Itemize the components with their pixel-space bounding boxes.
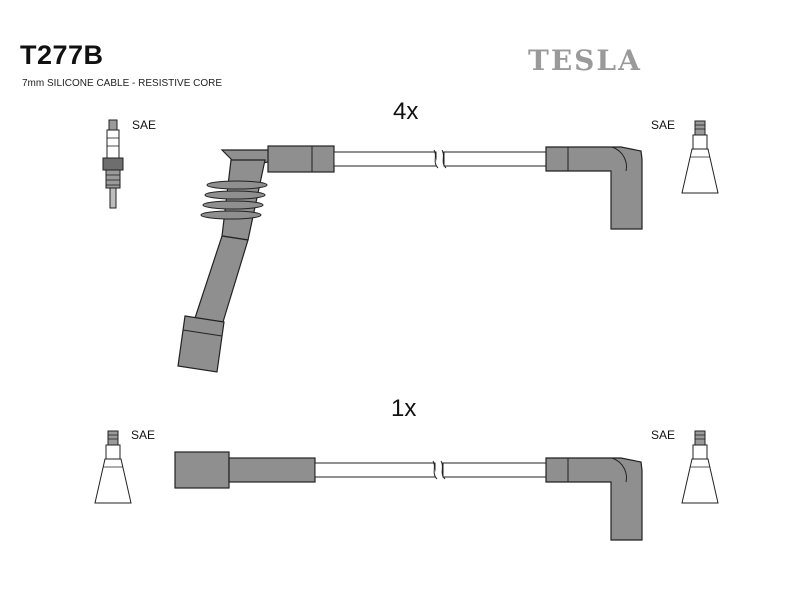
- terminal-cap-icon: [94, 430, 132, 504]
- terminal-label: SAE: [651, 118, 676, 132]
- cable-top: [267, 145, 643, 230]
- spark-plug-boot: [177, 149, 279, 373]
- brand-logo: TESLA: [528, 44, 642, 77]
- quantity-bottom: 1x: [391, 395, 417, 422]
- cable-bottom: [174, 451, 643, 541]
- terminal-label: SAE: [132, 118, 157, 132]
- terminal-cap-icon: [681, 120, 719, 194]
- cable-description: 7mm SILICONE CABLE - RESISTIVE CORE: [22, 78, 223, 89]
- terminal-label: SAE: [651, 428, 676, 442]
- spark-plug-icon: [102, 119, 124, 209]
- quantity-top: 4x: [393, 98, 419, 125]
- terminal-cap-icon: [681, 430, 719, 504]
- part-number: T277B: [20, 40, 104, 70]
- terminal-label: SAE: [131, 428, 156, 442]
